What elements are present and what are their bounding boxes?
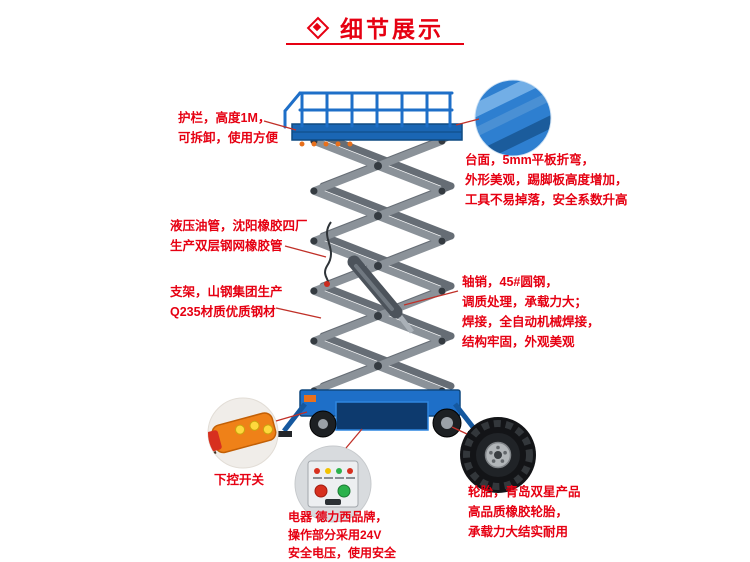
annotation-tire-line-2: 高品质橡胶轮胎，	[468, 505, 569, 519]
annotation-electric-line-2: 操作部分采用24V	[288, 528, 382, 542]
leader-remote	[275, 411, 308, 422]
leader-lines	[263, 118, 480, 449]
annotation-hose-line-2: 生产双层钢网橡胶管	[170, 239, 283, 253]
callout-platform-detail	[474, 79, 552, 157]
annotation-tire-line-1: 轮胎，青岛双星产品	[468, 485, 581, 499]
wheels	[309, 408, 462, 438]
annotation-tire: 轮胎，青岛双星产品 高品质橡胶轮胎， 承载力大结实耐用	[468, 482, 581, 542]
annotation-pin-line-1: 轴销，45#圆钢，	[462, 275, 558, 289]
title-underline	[286, 43, 464, 45]
leader-hose	[284, 245, 327, 258]
annotation-guardrail: 护栏，高度1M， 可拆卸，使用方便	[178, 108, 278, 148]
annotation-pin-line-2: 调质处理，承载力大；	[462, 295, 588, 309]
callout-tire	[460, 417, 536, 493]
leader-tire	[451, 426, 468, 435]
hydraulic-hose	[324, 221, 332, 287]
annotation-bracket: 支架，山钢集团生产 Q235材质优质钢材	[170, 282, 283, 322]
annotation-platform-line-3: 工具不易掉落，安全系数升高	[465, 193, 628, 207]
annotation-electric-line-1: 电器 德力西品牌，	[288, 510, 388, 524]
annotation-pin-line-3: 焊接，全自动机械焊接，	[462, 315, 600, 329]
annotation-electric: 电器 德力西品牌， 操作部分采用24V 安全电压，使用安全	[288, 508, 396, 562]
annotation-platform-line-1: 台面，5mm平板折弯，	[465, 153, 595, 167]
leader-axle-pin	[403, 290, 459, 306]
annotation-guardrail-line-2: 可拆卸，使用方便	[178, 131, 279, 145]
leader-control-box	[345, 428, 363, 449]
annotation-lower-control: 下控开关	[214, 470, 264, 490]
annotation-bracket-line-2: Q235材质优质钢材	[170, 305, 276, 319]
leader-bracket	[275, 307, 322, 319]
leader-platform	[455, 118, 480, 126]
annotation-axle-pin: 轴销，45#圆钢， 调质处理，承载力大； 焊接，全自动机械焊接， 结构牢固，外观…	[462, 272, 600, 352]
annotation-bracket-line-1: 支架，山钢集团生产	[170, 285, 283, 299]
annotation-hose-line-1: 液压油管，沈阳橡胶四厂	[170, 219, 308, 233]
hydraulic-cylinder	[347, 255, 414, 334]
annotation-electric-line-3: 安全电压，使用安全	[288, 546, 397, 560]
annotation-lower-control-line-1: 下控开关	[214, 473, 265, 487]
leader-guardrail	[263, 120, 297, 131]
callout-control-box	[294, 445, 372, 523]
callout-remote-control	[207, 397, 279, 469]
annotation-platform: 台面，5mm平板折弯， 外形美观，踢脚板高度增加， 工具不易掉落，安全系数升高	[465, 150, 628, 210]
guardrail	[283, 91, 454, 129]
annotation-pin-line-4: 结构牢固，外观美观	[462, 335, 575, 349]
annotation-tire-line-3: 承载力大结实耐用	[468, 525, 569, 539]
platform-rollers	[299, 141, 353, 147]
header: 细节展示	[0, 10, 750, 44]
chassis-handle	[304, 395, 316, 402]
annotation-platform-line-2: 外形美观，踢脚板高度增加，	[465, 173, 628, 187]
chassis	[299, 389, 461, 431]
annotation-hydraulic-hose: 液压油管，沈阳橡胶四厂 生产双层钢网橡胶管	[170, 216, 308, 256]
page-title: 细节展示	[340, 16, 444, 42]
annotation-guardrail-line-1: 护栏，高度1M，	[178, 111, 271, 125]
